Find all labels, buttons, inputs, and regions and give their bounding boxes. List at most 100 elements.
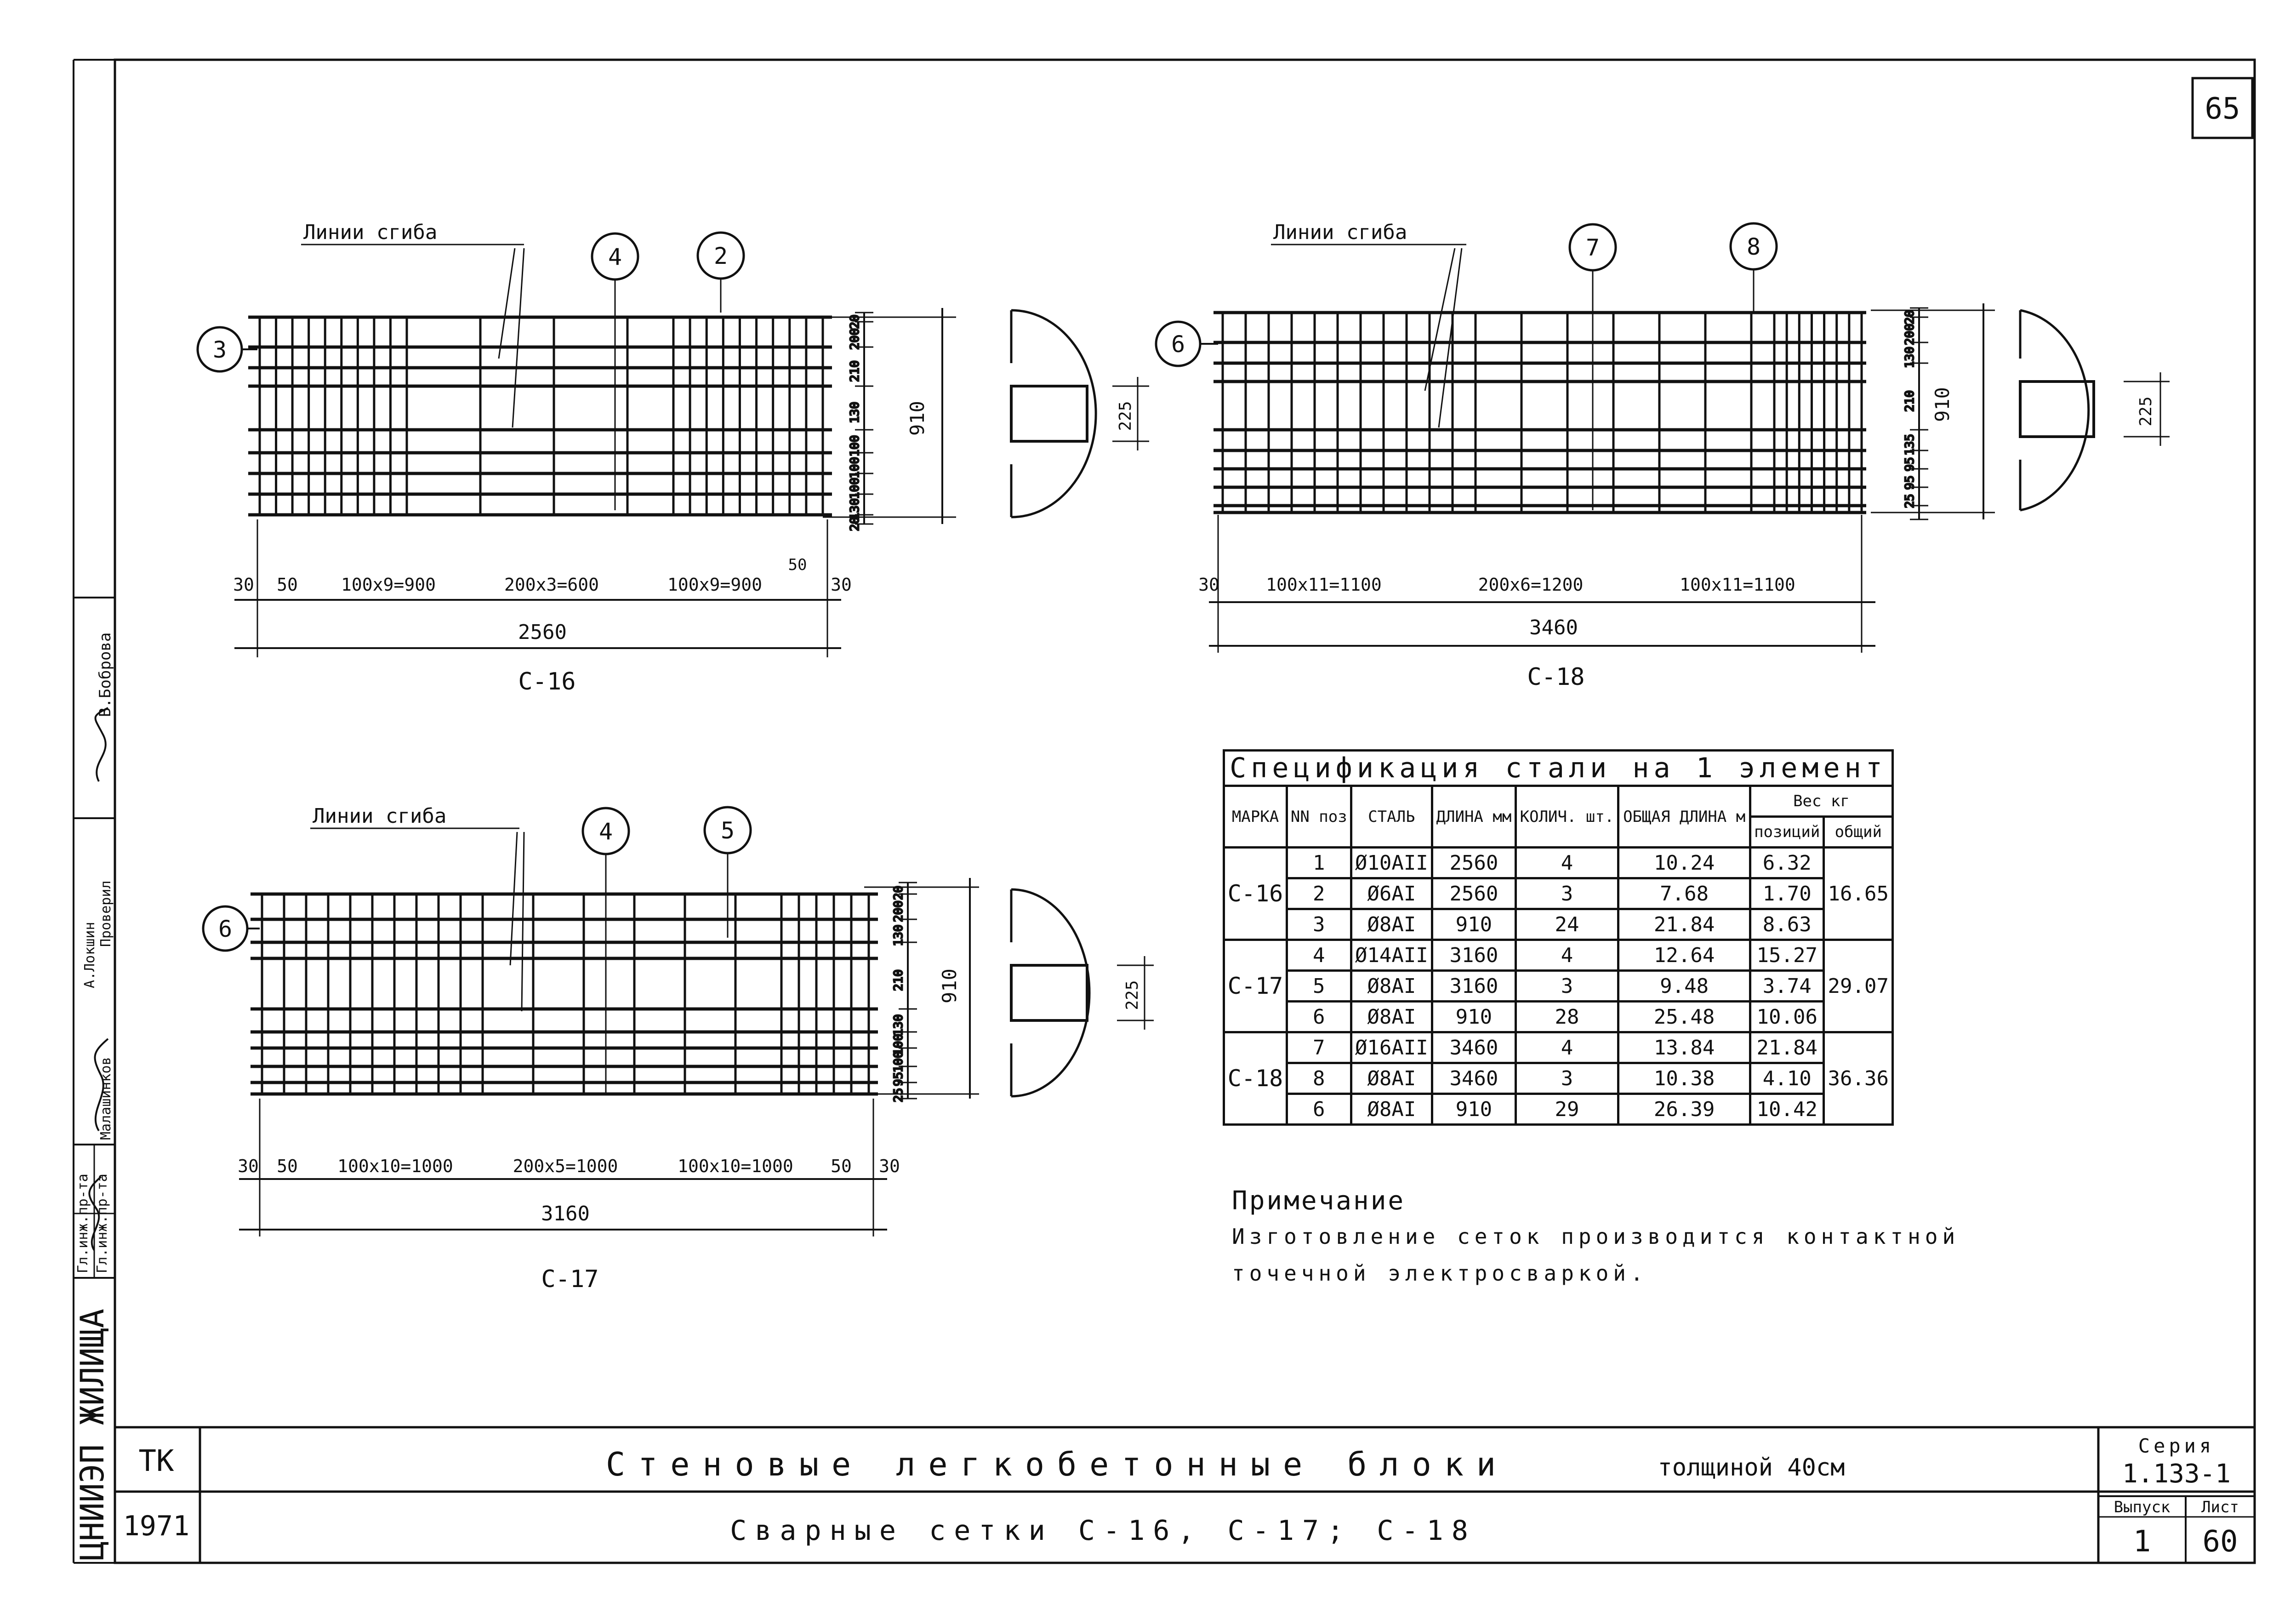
side-dim: 100 (848, 435, 862, 457)
mesh-grid (248, 315, 832, 517)
cell-pos: 4 (1286, 939, 1352, 972)
cell-total-length: 26.39 (1617, 1093, 1751, 1126)
col-header-steel: СТАЛЬ (1350, 785, 1434, 849)
col-header-weight: Вес кг (1749, 785, 1894, 818)
side-stamp-role: Проверил (98, 881, 114, 947)
height-dim: 910 (938, 969, 961, 1003)
sheet-label: Лист (2201, 1498, 2239, 1516)
org-code: ТК (138, 1444, 174, 1478)
side-dim: 20 (892, 886, 906, 900)
mesh-mark: C-17 (541, 1265, 598, 1293)
dim: 100x11=1100 (1680, 575, 1795, 595)
height-dim: 910 (906, 401, 929, 436)
total-length: 2560 (518, 621, 567, 644)
height-dim: 910 (1931, 387, 1954, 422)
table-caption: Спецификация стали на 1 элемент (1223, 749, 1894, 787)
mesh-drawing-c18: Линии сгиба 6 7 8 910 202001302101359595… (1155, 221, 2170, 691)
side-dim: 210 (848, 360, 862, 382)
side-stamp-org: ЦНИИЭП ЖИЛИЩА (74, 1309, 111, 1561)
side-dim: 100 (892, 1051, 906, 1073)
table-row: 5 Ø8AI 3160 3 9.48 3.74 (1224, 969, 1893, 1003)
issue-number: 1 (2133, 1525, 2151, 1559)
table-row: С-17 4 Ø14AII 3160 4 12.64 15.27 29.07 (1222, 939, 1894, 1033)
position-marker: 4 (599, 818, 613, 845)
cell-total-length: 12.64 (1617, 939, 1751, 972)
total-length: 3160 (541, 1202, 590, 1225)
section-dim: 225 (2136, 396, 2155, 426)
table-row: 3 Ø8AI 910 24 21.84 8.63 (1224, 908, 1893, 941)
note-text: Изготовление сеток производится контактн… (1232, 1224, 1960, 1286)
side-dim: 210 (1903, 390, 1917, 412)
col-header-total-length: ОБЩАЯ ДЛИНА м (1617, 785, 1751, 849)
side-dim: 20 (1903, 310, 1917, 324)
mesh-grid (1214, 311, 1866, 514)
issue-label: Выпуск (2114, 1498, 2171, 1516)
dim: 100x9=900 (341, 575, 436, 595)
cell-weight: 4.10 (1749, 1062, 1825, 1095)
mesh-drawing-c17: Линии сгиба 6 4 5 910 202001302101301001… (202, 804, 1154, 1293)
series-label: Серия (2138, 1435, 2215, 1457)
cell-count: 4 (1514, 1031, 1620, 1064)
cell-length: 3160 (1431, 939, 1517, 972)
dim: 100x11=1100 (1266, 575, 1382, 595)
cell-steel: Ø8AI (1350, 1093, 1434, 1126)
side-stamp-name: В.Боброва (96, 632, 114, 717)
side-dim: 200 (848, 328, 862, 350)
cell-pos: 7 (1286, 1031, 1352, 1064)
position-marker: 4 (608, 244, 622, 270)
cell-weight: 6.32 (1749, 846, 1825, 879)
cell-weight: 8.63 (1749, 908, 1825, 941)
cell-count: 4 (1514, 846, 1620, 879)
mesh-mark: C-16 (518, 668, 575, 695)
cell-count: 3 (1514, 877, 1620, 910)
cell-total-length: 25.48 (1617, 1000, 1751, 1033)
signature (94, 1038, 109, 1132)
table-row: 2 Ø6AI 2560 3 7.68 1.70 (1224, 877, 1893, 910)
table-row: 6 Ø8AI 910 28 25.48 10.06 (1224, 1000, 1893, 1033)
cell-total-length: 9.48 (1617, 969, 1751, 1003)
cell-weight: 21.84 (1749, 1031, 1825, 1064)
side-dim: 20 (848, 517, 862, 531)
section-dim: 225 (1123, 980, 1142, 1010)
cell-length: 910 (1431, 908, 1517, 941)
cell-weight-total: 16.65 (1823, 846, 1894, 941)
sheet-frame (114, 58, 2256, 1564)
cell-weight: 10.42 (1749, 1093, 1825, 1126)
cell-total-length: 10.24 (1617, 846, 1751, 879)
col-header-mark: МАРКА (1222, 785, 1288, 849)
col-header-count: КОЛИЧ. шт. (1514, 785, 1620, 849)
section-dim: 225 (1116, 401, 1135, 431)
signature (88, 1176, 102, 1251)
side-dim: 25 (892, 1088, 906, 1102)
sheet-number: 65 (2205, 92, 2240, 126)
sheet-in-issue: 60 (2202, 1525, 2238, 1559)
position-marker: 3 (213, 336, 227, 363)
cell-count: 24 (1514, 908, 1620, 941)
year: 1971 (123, 1510, 190, 1542)
cell-length: 3160 (1431, 969, 1517, 1003)
cell-length: 910 (1431, 1093, 1517, 1126)
dim: 30 (1198, 575, 1219, 595)
cell-length: 910 (1431, 1000, 1517, 1033)
cell-weight-total: 36.36 (1823, 1031, 1894, 1126)
cell-weight-total: 29.07 (1823, 939, 1894, 1033)
dim: 50 (831, 1156, 852, 1176)
mesh-drawing-c16: Линии сгиба 3 4 2 910 202002101301001001… (196, 221, 1149, 695)
table-row: С-18 7 Ø16AII 3460 4 13.84 21.84 36.36 (1222, 1031, 1894, 1126)
cell-steel: Ø6AI (1350, 877, 1434, 910)
position-marker: 6 (218, 916, 232, 942)
position-marker: 8 (1747, 234, 1760, 260)
cell-steel: Ø8AI (1350, 969, 1434, 1003)
bend-lines-label: Линии сгиба (313, 804, 446, 828)
bend-lines-label: Линии сгиба (303, 221, 437, 244)
col-header-pos: NN поз (1286, 785, 1352, 849)
bend-lines-label: Линии сгиба (1273, 221, 1407, 244)
cell-total-length: 10.38 (1617, 1062, 1751, 1095)
cell-count: 3 (1514, 1062, 1620, 1095)
cell-steel: Ø8AI (1350, 908, 1434, 941)
side-dim: 210 (892, 969, 906, 991)
cell-weight: 15.27 (1749, 939, 1825, 972)
cell-length: 3460 (1431, 1031, 1517, 1064)
cell-pos: 1 (1286, 846, 1352, 879)
